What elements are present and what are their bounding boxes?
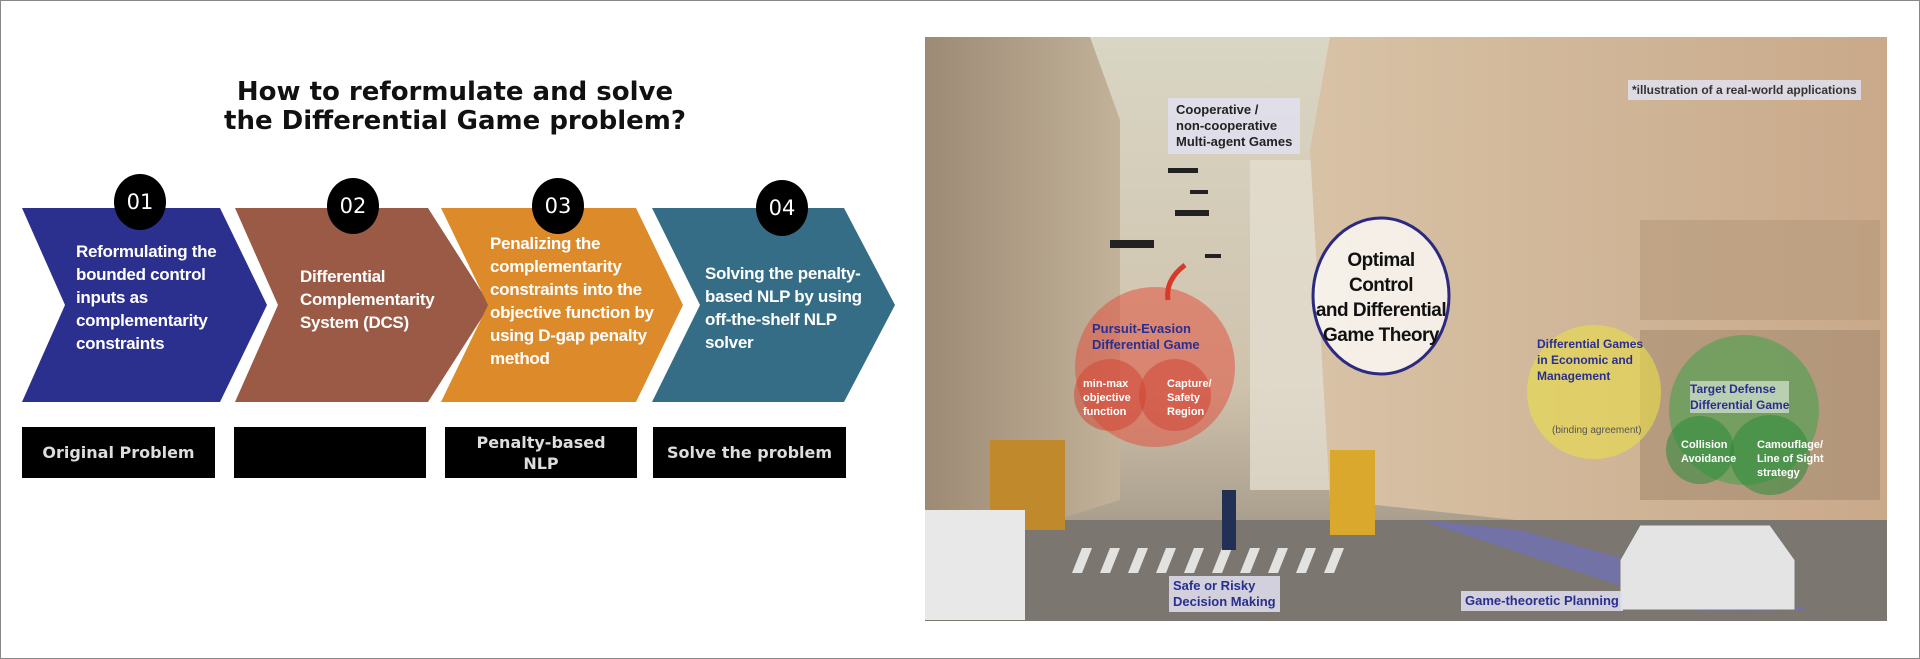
chevron-step-2 [235,208,490,402]
pedestrian [1222,490,1236,550]
step-description: Solving the penalty- based NLP by using … [705,264,862,352]
central-theory-label: Optimal Control and Differential Game Th… [1315,250,1447,346]
tram [1330,450,1375,535]
stage-label-box: Penalty-based NLP [445,427,637,478]
pursuit-evasion-label: Pursuit-Evasion Differential Game [1092,321,1200,352]
camouflage-label: Camouflage/ Line of Sight strategy [1757,439,1824,479]
illustration-note: *illustration of a real-world applicatio… [1628,80,1861,100]
step-number-badge: 04 [756,180,808,236]
binding-agreement-label: (binding agreement) [1552,425,1642,436]
min-max-label: min-max objective function [1083,378,1131,418]
step-description: Penalizing the complementarity constrain… [490,234,654,368]
economic-circle [1527,325,1661,459]
chevron-step-3 [441,208,683,402]
capture-safety-label: Capture/ Safety Region [1167,378,1212,418]
step-description: Reformulating the bounded control inputs… [76,242,217,353]
chevron-step-4 [652,208,895,402]
stage-label-box: Solve the problem [653,427,846,478]
economic-games-label: Differential Games in Economic and Manag… [1537,337,1644,383]
step-number-badge: 03 [532,178,584,234]
white-car-right [1619,524,1796,611]
stage-label-box: Original Problem [22,427,215,478]
collision-avoidance-label: Collision Avoidance [1681,439,1737,465]
step-number-badge: 02 [327,178,379,234]
step-description: Differential Complementarity System (DCS… [300,267,435,332]
step-number-badge: 01 [114,174,166,230]
central-theory-circle [1311,216,1451,376]
arrow-icon [1165,263,1187,301]
cooperative-games-label: Cooperative / non-cooperative Multi-agen… [1168,98,1301,154]
game-theoretic-planning-label: Game-theoretic Planning [1461,591,1623,611]
safe-risky-label: Safe or Risky Decision Making [1169,576,1280,612]
chevron-step-1 [22,208,267,402]
target-defense-label: Target Defense Differential Game [1690,381,1790,413]
stage-label-box [234,427,426,478]
drone-icons [1110,168,1221,258]
page-title: How to reformulate and solve the Differe… [224,77,686,136]
white-car-left [925,510,1025,620]
